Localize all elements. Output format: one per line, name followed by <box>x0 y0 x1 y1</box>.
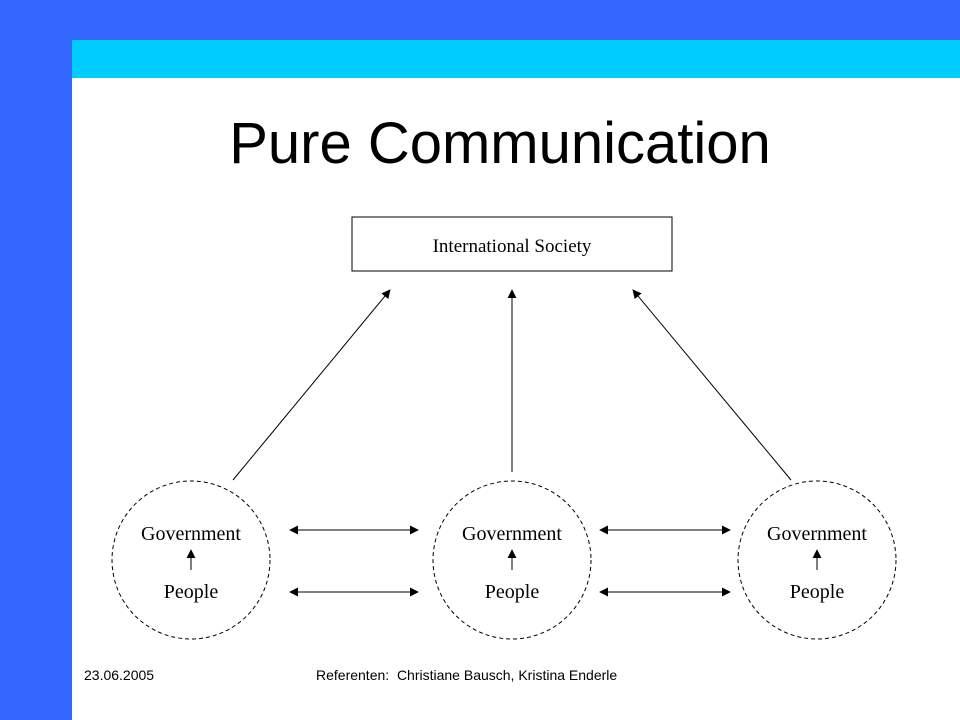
top-frame-bar <box>0 0 960 40</box>
government-label: Government <box>462 523 562 545</box>
left-frame-bar <box>0 0 72 720</box>
arrow-right-to-society <box>632 289 792 481</box>
footer-presenters: Referenten: Christiane Bausch, Kristina … <box>316 667 618 683</box>
government-label: Government <box>141 523 241 545</box>
actor-node-right: Government People <box>737 480 897 640</box>
actor-node-center: Government People <box>432 480 592 640</box>
people-label: People <box>485 581 540 603</box>
international-society-label: International Society <box>433 236 592 257</box>
header-band <box>72 40 960 78</box>
arrow-left-to-society <box>232 289 391 481</box>
people-label: People <box>164 581 219 603</box>
government-label: Government <box>767 523 867 545</box>
actor-node-left: Government People <box>111 480 271 640</box>
people-label: People <box>790 581 845 603</box>
slide-title: Pure Communication <box>229 111 771 176</box>
footer-date: 23.06.2005 <box>84 667 155 683</box>
international-society-node: International Society <box>351 216 673 272</box>
